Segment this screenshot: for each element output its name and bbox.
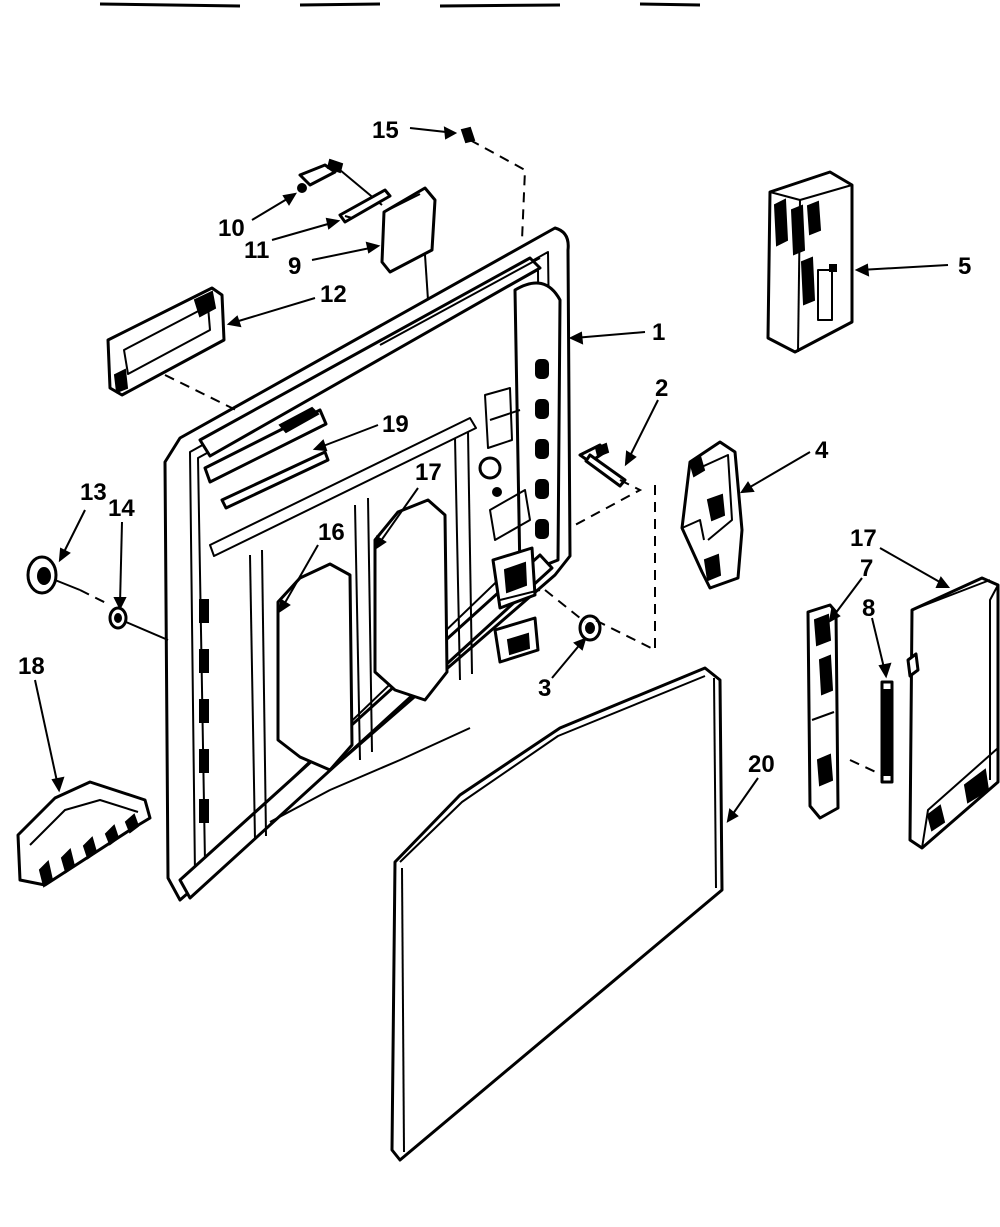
handle-cap-part-18 <box>16 780 152 888</box>
callout-13: 13 <box>80 479 107 506</box>
latch-assembly-part-5 <box>766 170 854 354</box>
callout-11: 11 <box>244 237 269 264</box>
callout-19: 19 <box>382 411 409 438</box>
hinge-bracket-part-4 <box>594 440 744 652</box>
callout-5: 5 <box>958 253 971 280</box>
right-column-slots <box>535 359 549 539</box>
callout-7: 7 <box>860 555 873 582</box>
nut-part-14 <box>108 606 169 641</box>
callout-15: 15 <box>372 117 399 144</box>
callout-10: 10 <box>218 215 245 242</box>
outer-door-panel-part-20 <box>390 666 724 1162</box>
callout-18: 18 <box>18 653 45 680</box>
callout-3: 3 <box>538 675 551 702</box>
callout-2: 2 <box>655 375 668 402</box>
spring-part-8 <box>849 680 894 784</box>
callout-17-right: 17 <box>415 459 442 486</box>
callout-9: 9 <box>288 253 301 280</box>
bracket-part-9 <box>380 186 437 301</box>
handle-cap-teeth <box>38 813 140 888</box>
callout-14: 14 <box>108 495 135 522</box>
callout-16: 17 <box>850 525 877 552</box>
callout-labels: 15 10 11 9 12 1 5 2 4 19 17 16 13 14 3 1… <box>18 117 971 778</box>
inner-door-panel <box>163 226 572 902</box>
callout-8: 8 <box>862 595 875 622</box>
strike-bracket-part-7 <box>806 603 840 820</box>
washer-part-3 <box>544 589 602 642</box>
callout-4: 4 <box>815 437 829 464</box>
side-panel-part-16 <box>906 576 1000 850</box>
callout-12: 12 <box>320 281 347 308</box>
callout-20: 20 <box>748 751 775 778</box>
cropped-top-edge <box>99 2 701 8</box>
callout-1: 1 <box>652 319 665 346</box>
latch-slots <box>773 198 837 306</box>
leader-lines <box>34 126 951 823</box>
screw-part-15 <box>460 126 527 241</box>
clip-part-10 <box>297 158 383 206</box>
screw-part-11 <box>338 188 392 224</box>
left-column-slots <box>199 599 209 823</box>
handle-part-12 <box>106 286 241 413</box>
hinge-pin-part-2 <box>574 442 643 526</box>
knob-part-13 <box>26 555 111 606</box>
callout-17-left: 16 <box>318 519 345 546</box>
